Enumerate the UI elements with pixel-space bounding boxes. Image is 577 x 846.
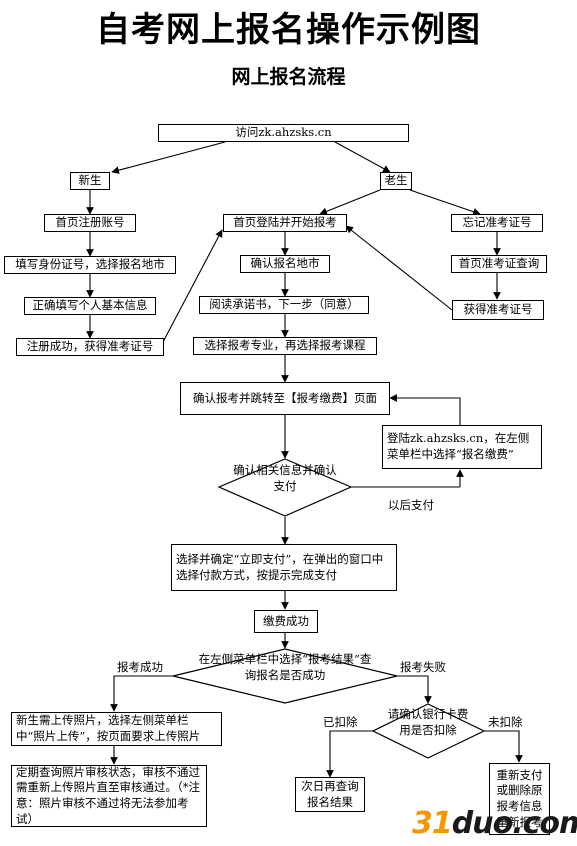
label-pay-later: 以后支付 — [388, 498, 434, 512]
arrow-old-login — [319, 189, 381, 216]
diamond-bank-check-text: 请确认银行卡费用是否扣除 — [387, 707, 469, 737]
arrow-visit-new — [111, 141, 226, 174]
node-confirm-jump: 确认报考并跳转至【报考缴费】页面 — [180, 382, 390, 415]
label-reg-fail: 报考失败 — [400, 660, 446, 674]
arrow-bank-not — [484, 730, 523, 763]
arrow-success-login — [162, 229, 223, 343]
arrow-visit-old — [334, 141, 391, 173]
node-confirm-city: 确认报名地市 — [240, 255, 330, 273]
node-repay: 重新支付或删除原报考信息重新报考 — [489, 763, 550, 835]
node-upload-photo: 新生需上传照片，选择左侧菜单栏中“照片上传”，按页面要求上传照片 — [11, 712, 222, 746]
node-next-day: 次日再查询报名结果 — [295, 777, 365, 812]
arrow-result-fail — [397, 675, 432, 704]
node-fill-id: 填写身份证号，选择报名地市 — [4, 256, 176, 274]
node-home-query-id: 首页准考证查询 — [451, 255, 547, 273]
node-fill-info: 正确填写个人基本信息 — [24, 297, 156, 315]
node-login-start: 首页登陆并开始报考 — [223, 214, 347, 232]
arrow-loginpay-confirm — [389, 394, 461, 425]
node-new-student: 新生 — [70, 172, 110, 190]
arrow-result-success — [110, 675, 173, 712]
label-reg-success: 报考成功 — [117, 660, 163, 674]
page-subtitle: 网上报名流程 — [231, 66, 346, 88]
arrow-bank-deducted — [326, 730, 373, 778]
arrow-old-forgot — [409, 189, 481, 216]
node-old-student: 老生 — [380, 172, 412, 190]
node-visit: 访问zk.ahzsks.cn — [158, 124, 409, 142]
page-title: 自考网上报名操作示例图 — [96, 10, 481, 50]
node-forgot-id: 忘记准考证号 — [451, 214, 543, 232]
watermark-logo: 31duo.com — [412, 806, 577, 841]
node-reg-success: 注册成功，获得准考证号 — [16, 338, 164, 356]
diamond-confirm-pay — [217, 458, 353, 517]
node-read-promise: 阅读承诺书，下一步（同意） — [199, 296, 369, 314]
label-deducted: 已扣除 — [323, 715, 358, 729]
diamond-query-result — [172, 648, 398, 704]
node-pay-success: 缴费成功 — [254, 610, 318, 633]
node-check-photo: 定期查询照片审核状态，审核不通过需重新上传照片直至审核通过。（*注意：照片审核不… — [11, 765, 207, 827]
diamond-confirm-pay-text: 确认相关信息并确认支付 — [233, 463, 337, 493]
node-get-id: 获得准考证号 — [452, 300, 544, 320]
node-register-account: 首页注册账号 — [44, 214, 136, 232]
arrow-getid-login — [345, 225, 453, 311]
diamond-bank-check — [371, 703, 486, 759]
node-choose-major: 选择报考专业，再选择报考课程 — [193, 337, 377, 355]
label-not-deducted: 未扣除 — [488, 715, 523, 729]
node-choose-pay: 选择并确定“立即支付”，在弹出的窗口中选择付款方式，按提示完成支付 — [171, 544, 397, 591]
node-login-pay: 登陆zk.ahzsks.cn，在左侧菜单栏中选择“报名缴费” — [382, 425, 542, 469]
diamond-query-result-text: 在左侧菜单栏中选择“报考结果”查询报名是否成功 — [198, 652, 372, 682]
